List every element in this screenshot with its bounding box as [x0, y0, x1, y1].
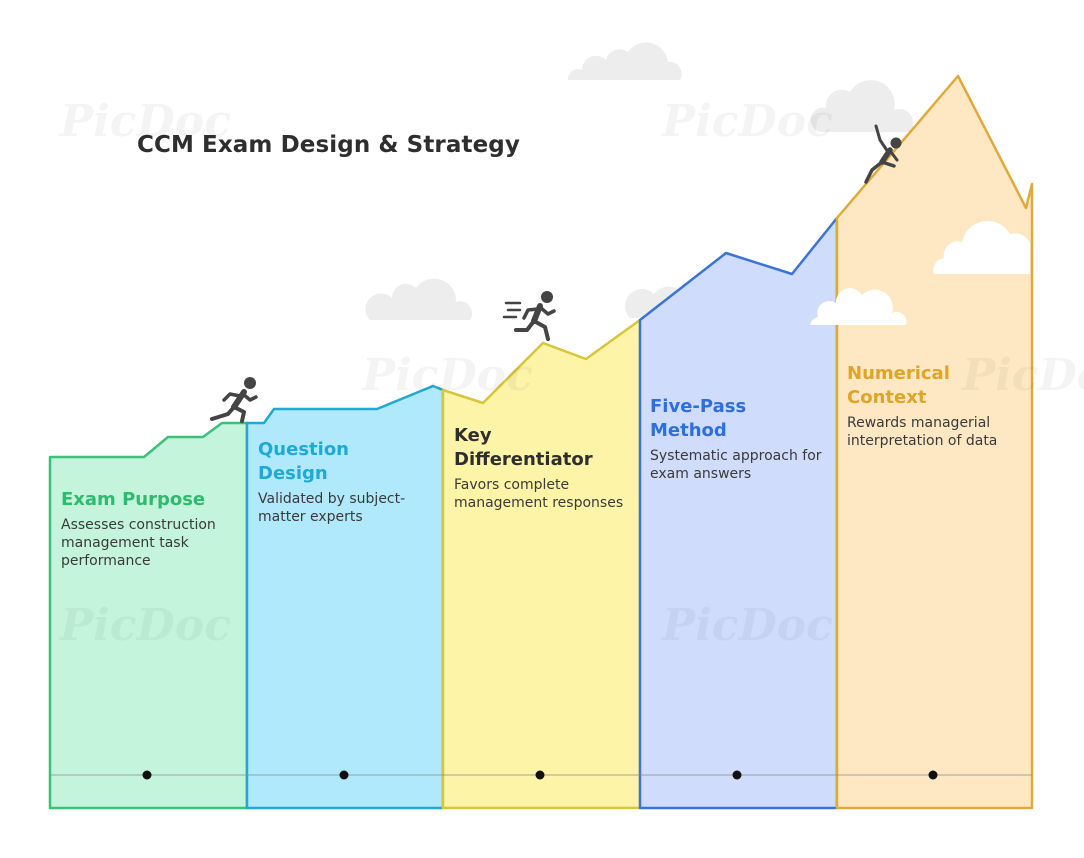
step-description-line: interpretation of data — [847, 433, 998, 449]
step-description-line: Assesses construction — [61, 517, 216, 533]
step-title-line: Question — [258, 439, 349, 460]
climber-icon — [864, 124, 902, 184]
timeline-dot — [535, 770, 545, 780]
step-description: Validated by subject- matter experts — [258, 490, 438, 526]
watermark: PicDoc — [662, 96, 833, 147]
step-title-line: Design — [258, 463, 328, 484]
step-question-design: Question Design Validated by subject- ma… — [258, 438, 438, 526]
step-description-line: Rewards managerial — [847, 415, 991, 431]
step-title-line: Numerical — [847, 363, 950, 384]
cloud-icon — [365, 278, 473, 320]
step-title-line: Context — [847, 387, 927, 408]
step-title-line: Exam Purpose — [61, 489, 206, 510]
timeline-dot — [339, 770, 349, 780]
step-description: Systematic approach for exam answers — [650, 447, 835, 483]
step-description-line: performance — [61, 553, 151, 569]
watermark: PicDoc — [662, 600, 833, 651]
step-description: Favors complete management responses — [454, 476, 639, 512]
step-title: Five-Pass Method — [650, 395, 835, 443]
cloud-icon — [567, 42, 682, 80]
timeline-dot — [732, 770, 742, 780]
step-title-line: Differentiator — [454, 449, 593, 470]
step-description: Rewards managerial interpretation of dat… — [847, 414, 1027, 450]
step-description-line: exam answers — [650, 466, 752, 482]
step-description: Assesses construction management task pe… — [61, 516, 241, 570]
step-description-line: Validated by subject- — [258, 491, 406, 507]
cloud-icon — [933, 221, 1030, 274]
cloud-icon — [810, 80, 914, 132]
step-five-pass-method: Five-Pass Method Systematic approach for… — [650, 395, 835, 483]
watermark: PicDoc — [362, 350, 533, 401]
step-title: Exam Purpose — [61, 488, 241, 512]
step-description-line: management task — [61, 535, 189, 551]
step-title-line: Key — [454, 425, 492, 446]
step-title-line: Method — [650, 420, 727, 441]
step-description-line: Favors complete — [454, 477, 570, 493]
step-title: Key Differentiator — [454, 424, 639, 472]
step-title: Numerical Context — [847, 362, 1027, 410]
step-block-question-design — [245, 384, 445, 810]
step-description-line: management responses — [454, 495, 624, 511]
timeline-dot — [142, 770, 152, 780]
watermark: PicDoc — [962, 350, 1084, 401]
step-description-line: matter experts — [258, 509, 363, 525]
step-block-key-differentiator — [441, 318, 642, 810]
step-key-differentiator: Key Differentiator Favors complete manag… — [454, 424, 639, 512]
step-block-five-pass-method — [638, 216, 839, 810]
step-numerical-context: Numerical Context Rewards managerial int… — [847, 362, 1027, 450]
sprinter-icon — [502, 291, 556, 341]
runner-icon — [210, 377, 258, 423]
step-description-line: Systematic approach for — [650, 448, 822, 464]
watermark: PicDoc — [60, 96, 231, 147]
step-title: Question Design — [258, 438, 438, 486]
watermark: PicDoc — [60, 600, 231, 651]
step-block-exam-purpose — [48, 421, 249, 810]
step-title-line: Five-Pass — [650, 396, 747, 417]
page-title: CCM Exam Design & Strategy — [137, 132, 520, 158]
step-exam-purpose: Exam Purpose Assesses construction manag… — [61, 488, 241, 570]
timeline-dot — [928, 770, 938, 780]
cloud-icon — [810, 288, 907, 325]
